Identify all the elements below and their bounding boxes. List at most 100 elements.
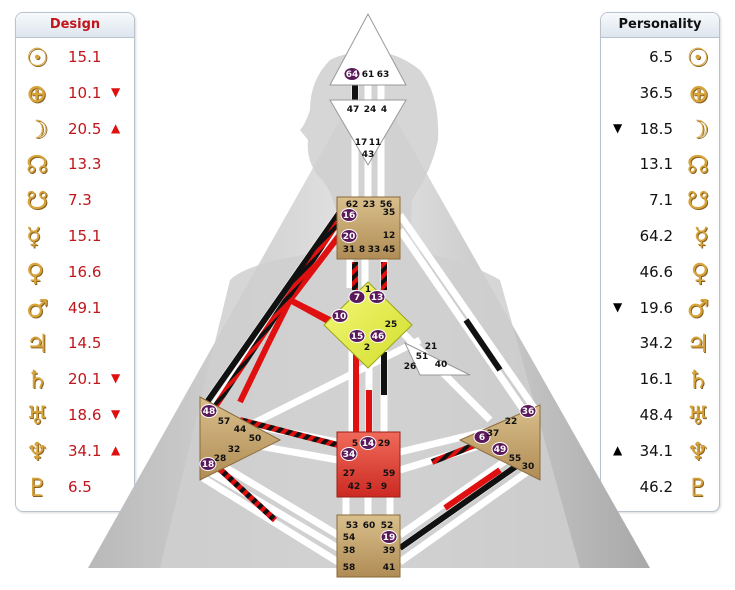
north-node-icon: ☊ [686, 150, 709, 180]
throat-center [336, 196, 401, 260]
gate-22: 22 [505, 417, 518, 427]
gate-62: 62 [346, 200, 359, 210]
gate-32: 32 [228, 445, 241, 455]
gate-51: 51 [416, 352, 429, 362]
design-panel: Design ☉15.1⊕10.1▼☽20.5▲☊13.3☋7.3☿15.1♀1… [15, 12, 135, 512]
active-gate-marker [359, 436, 377, 450]
active-gate-marker [331, 309, 349, 323]
personality-value: 64.2 [639, 227, 673, 245]
design-value: 13.3 [68, 155, 102, 174]
ajna-center [329, 99, 407, 166]
personality-value: 19.6 [639, 298, 673, 317]
personality-value: 16.1 [639, 370, 673, 389]
uranus-icon: ♅ [26, 401, 49, 430]
gate-6: 6 [479, 433, 485, 443]
design-row: ⊕ 10.1 ▼ [16, 77, 134, 111]
gate-1: 1 [365, 285, 371, 295]
active-gate-marker [369, 329, 387, 343]
jupiter-icon: ♃ [686, 329, 709, 359]
design-value: 10.1 [68, 83, 102, 102]
gate-12: 12 [383, 231, 396, 241]
root-center [336, 514, 401, 578]
gate-9: 9 [381, 482, 387, 492]
gate-33: 33 [368, 245, 381, 255]
personality-value: 48.4 [639, 406, 673, 424]
gate-21: 21 [425, 342, 438, 352]
design-value: 7.3 [68, 191, 92, 210]
active-gate-marker [348, 290, 366, 304]
gate-45: 45 [383, 245, 396, 255]
gate-36: 36 [522, 407, 535, 417]
gate-59: 59 [383, 469, 396, 479]
earth-icon: ⊕ [688, 78, 709, 108]
personality-value: 34.2 [639, 334, 673, 353]
gate-27: 27 [343, 469, 356, 479]
design-value: 14.5 [68, 334, 102, 353]
design-row: ♅ 18.6 ▼ [16, 399, 134, 433]
design-row: ♃ 14.5 [16, 327, 134, 361]
active-gate-marker [368, 290, 386, 304]
design-value: 16.6 [68, 262, 102, 281]
design-value: 20.1 [68, 370, 102, 389]
personality-row: ☿ 64.2 [601, 220, 719, 254]
active-gate-marker [519, 404, 537, 418]
neptune-icon: ♆ [26, 436, 49, 466]
personality-row: ☉6.5 [601, 41, 719, 75]
personality-row: ⊕36.5 [601, 77, 719, 111]
gate-11: 11 [369, 138, 382, 148]
arrow-down-icon: ▼ [111, 84, 121, 99]
active-gate-marker [491, 442, 509, 456]
earth-icon: ⊕ [26, 78, 47, 108]
gate-58: 58 [343, 563, 356, 573]
personality-panel: Personality ☉6.5⊕36.5☽18.5▼☊13.1☋7.1☿64.… [600, 12, 720, 512]
gate-57: 57 [218, 417, 231, 427]
gate-16: 16 [343, 211, 356, 221]
pluto-icon: ♇ [686, 472, 709, 502]
south-node-icon: ☋ [686, 186, 709, 216]
design-row: ☽20.5▲ [16, 113, 134, 147]
personality-row: ♂19.6▼ [601, 292, 719, 326]
active-gate-marker [200, 404, 218, 418]
personality-row: ♅48.4 [601, 399, 719, 433]
arrow-down-icon: ▼ [111, 407, 121, 421]
gate-4: 4 [381, 105, 387, 115]
gate-46: 46 [372, 332, 385, 342]
personality-title: Personality [601, 13, 719, 38]
gate-26: 26 [404, 362, 417, 372]
head-center [329, 12, 407, 86]
venus-icon: ♀ [26, 257, 45, 287]
sun-icon: ☉ [686, 43, 709, 72]
jupiter-icon: ♃ [26, 329, 49, 359]
gate-49: 49 [494, 445, 507, 455]
gate-42: 42 [348, 482, 361, 492]
design-row: ♂49.1 [16, 292, 134, 326]
design-value: 6.5 [68, 477, 92, 496]
gate-54: 54 [343, 533, 356, 543]
mars-icon: ♂ [686, 293, 709, 323]
design-row: ♇6.5 [16, 471, 134, 505]
design-row: ☿15.1 [16, 220, 134, 254]
spleen-center [199, 396, 282, 481]
design-value: 18.6 [68, 406, 102, 424]
gate-17: 17 [355, 138, 368, 148]
active-gate-marker [380, 530, 398, 544]
gate-48: 48 [203, 407, 216, 417]
south-node-icon: ☋ [26, 186, 49, 216]
design-value: 20.5 [68, 119, 102, 138]
active-gate-marker [340, 447, 358, 461]
moon-icon: ☽ [686, 114, 709, 144]
gate-5: 5 [352, 439, 358, 449]
personality-row: ☽18.5▼ [601, 113, 719, 147]
personality-row: ☋7.1 [601, 184, 719, 218]
saturn-icon: ♄ [26, 365, 49, 395]
mercury-icon: ☿ [693, 222, 709, 251]
gate-18: 18 [202, 460, 215, 470]
arrow-up-icon: ▲ [613, 442, 623, 457]
gate-40: 40 [435, 360, 448, 370]
saturn-icon: ♄ [686, 365, 709, 395]
gate-47: 47 [347, 105, 360, 115]
design-value: 15.1 [68, 227, 102, 245]
mars-icon: ♂ [26, 293, 49, 323]
sun-icon: ☉ [26, 43, 49, 72]
